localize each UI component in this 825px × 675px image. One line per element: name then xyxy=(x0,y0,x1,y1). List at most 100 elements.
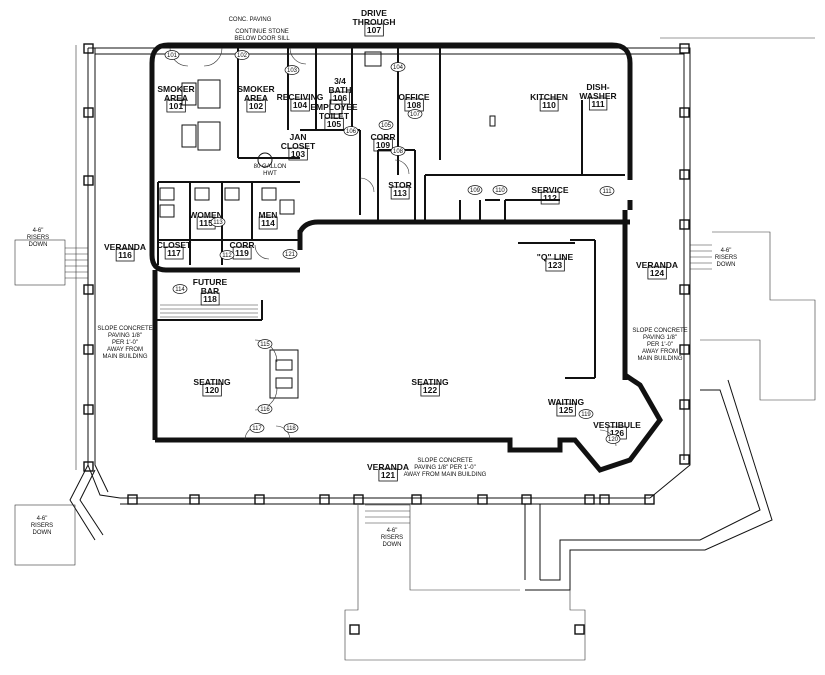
room-label: CORR xyxy=(370,132,395,142)
door-tag-oval xyxy=(599,186,615,196)
door-tag: 119 xyxy=(581,412,591,418)
door-tag-oval xyxy=(407,109,423,119)
room-number: 121 xyxy=(381,470,395,480)
room-number-box xyxy=(288,147,308,161)
room-number: 109 xyxy=(376,140,390,150)
room-number-box xyxy=(378,468,398,482)
exterior-walls xyxy=(149,42,663,473)
bar-counter xyxy=(160,304,258,318)
door-tag-oval xyxy=(257,404,273,414)
room-number-box xyxy=(647,266,667,280)
room-label: VERANDA xyxy=(104,242,146,252)
room-label: SEATING xyxy=(411,377,449,387)
room-label: CORR xyxy=(229,240,254,250)
door-tag: 107 xyxy=(410,112,421,118)
room-number: 104 xyxy=(293,100,307,110)
veranda-posts xyxy=(83,43,690,635)
door-tag: 120 xyxy=(608,437,619,443)
door-tag: 110 xyxy=(495,188,505,194)
door-tag: 108 xyxy=(393,149,404,155)
door-tag: 117 xyxy=(252,426,262,432)
room-number: 114 xyxy=(261,218,275,228)
room-number-box xyxy=(539,98,559,112)
door-tag: 109 xyxy=(470,188,481,194)
room-number-box xyxy=(202,383,222,397)
room-number: 103 xyxy=(291,149,305,159)
room-label: RECEIVING xyxy=(277,92,324,102)
room-number-box xyxy=(166,99,186,113)
door-tag-oval xyxy=(210,217,226,227)
room-label: KITCHEN xyxy=(530,92,568,102)
door-tag-oval xyxy=(378,120,394,130)
door-tag-oval xyxy=(282,249,298,259)
room-number: 105 xyxy=(327,119,341,129)
door-tag-oval xyxy=(492,185,508,195)
interior-walls xyxy=(154,48,625,379)
fixtures xyxy=(159,51,496,399)
door-tag-oval xyxy=(390,62,406,72)
room-number-box xyxy=(364,23,384,37)
door-tag-oval xyxy=(283,423,299,433)
door-tag: 106 xyxy=(346,129,357,135)
door-tag-oval xyxy=(234,50,250,60)
door-tag-oval xyxy=(605,434,621,444)
room-number: 112 xyxy=(543,193,557,203)
door-tag-oval xyxy=(467,185,483,195)
room-label: MEN xyxy=(259,210,278,220)
room-number-box xyxy=(540,191,560,205)
room-number: 126 xyxy=(610,428,624,438)
room-label: SEATING xyxy=(193,377,231,387)
room-number-box xyxy=(390,186,410,200)
room-label: VESTIBULE xyxy=(593,420,641,430)
room-number-box xyxy=(330,91,350,105)
room-number: 116 xyxy=(118,250,132,260)
door-tag: 113 xyxy=(213,220,223,226)
room-label: VERANDA xyxy=(367,462,409,472)
note-conc-paving: CONC. PAVING xyxy=(229,17,272,23)
door-tag-oval xyxy=(249,423,265,433)
door-tag: 118 xyxy=(286,426,296,432)
room-number: 125 xyxy=(559,405,573,415)
door-tag: 121 xyxy=(285,252,296,258)
room-number: 124 xyxy=(650,268,664,278)
door-tag-oval xyxy=(390,146,406,156)
room-number: 122 xyxy=(423,385,437,395)
room-number-box xyxy=(373,138,393,152)
room-number: 123 xyxy=(548,260,562,270)
door-tag: 115 xyxy=(260,342,270,348)
room-label: OFFICE xyxy=(398,92,429,102)
room-number: 106 xyxy=(333,93,347,103)
room-number: 117 xyxy=(167,248,181,258)
door-tag: 104 xyxy=(393,65,404,71)
room-number-box xyxy=(588,97,608,111)
door-tag: 111 xyxy=(602,189,612,195)
door-tag: 105 xyxy=(381,123,392,129)
room-number-box xyxy=(200,292,220,306)
room-number: 102 xyxy=(249,101,263,111)
room-number: 111 xyxy=(591,99,605,109)
door-tag: 103 xyxy=(287,68,298,74)
room-label: VERANDA xyxy=(636,260,678,270)
room-number-box xyxy=(545,258,565,272)
door-tag: 116 xyxy=(260,407,270,413)
door-tag-oval xyxy=(164,50,180,60)
room-number: 118 xyxy=(203,294,217,304)
door-tag-oval xyxy=(284,65,300,75)
room-number-box xyxy=(420,383,440,397)
room-number: 120 xyxy=(205,385,219,395)
room-label: WAITING xyxy=(548,397,585,407)
